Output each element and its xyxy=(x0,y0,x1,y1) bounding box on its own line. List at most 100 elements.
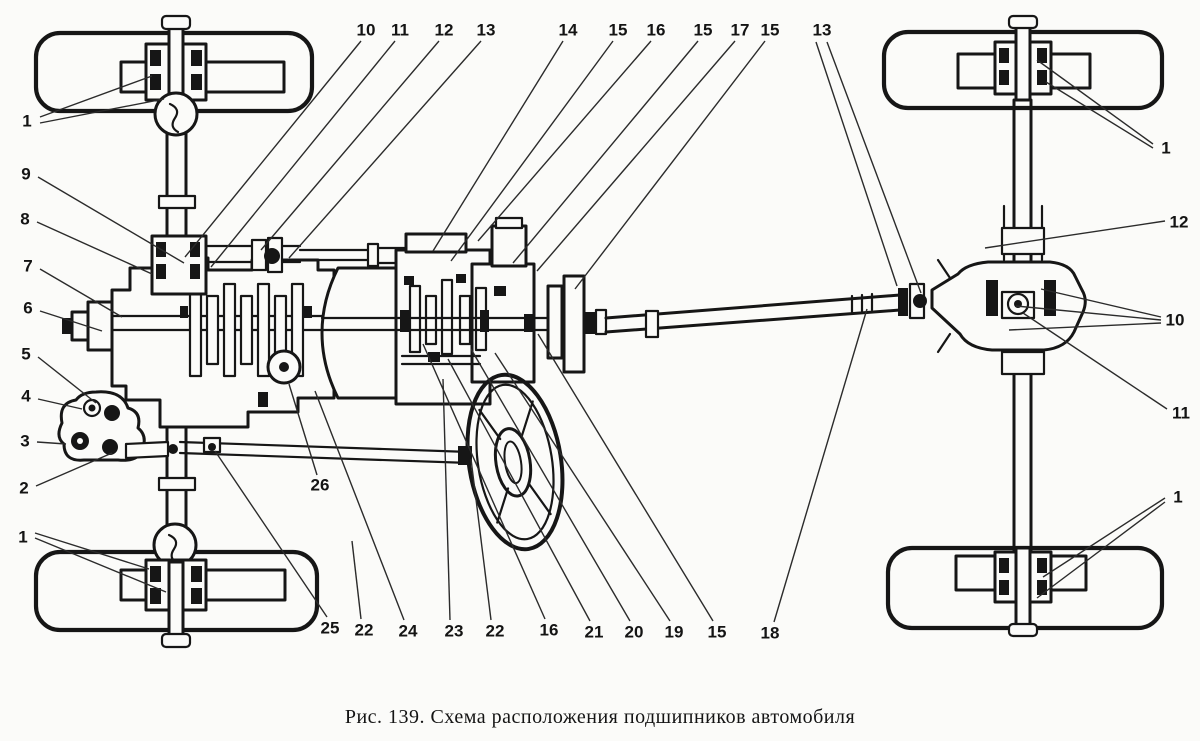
callout-label-24: 24 xyxy=(399,622,418,641)
leader-line xyxy=(1042,497,1166,578)
callout-label-9: 9 xyxy=(21,165,30,184)
leader-line xyxy=(37,398,83,410)
figure-caption: Рис. 139. Схема расположения подшипников… xyxy=(344,706,856,728)
leader-line xyxy=(39,75,153,118)
callout-label-19: 19 xyxy=(665,623,684,642)
leader-line xyxy=(773,308,868,623)
leader-line xyxy=(442,378,451,621)
callout-label-22: 22 xyxy=(486,622,505,641)
leader-line xyxy=(35,452,113,487)
callout-label-11: 11 xyxy=(391,21,409,40)
leader-line xyxy=(470,348,631,622)
callout-label-1: 1 xyxy=(22,112,31,131)
leader-line xyxy=(512,40,699,264)
callout-label-15: 15 xyxy=(694,21,713,40)
callout-label-1: 1 xyxy=(1161,139,1170,158)
callout-label-18: 18 xyxy=(761,624,780,643)
leader-line xyxy=(314,390,405,621)
leader-line xyxy=(432,40,564,252)
callout-label-5: 5 xyxy=(21,345,30,364)
leader-line xyxy=(36,221,153,275)
leader-line xyxy=(34,537,167,593)
callout-label-25: 25 xyxy=(321,619,340,638)
leader-line xyxy=(351,540,362,620)
front-universal-joint xyxy=(264,248,280,264)
callout-label-26: 26 xyxy=(311,476,330,495)
callout-label-16: 16 xyxy=(540,621,559,640)
leader-line xyxy=(494,352,671,622)
callout-label-10: 10 xyxy=(357,21,376,40)
callout-label-20: 20 xyxy=(625,623,644,642)
leader-line xyxy=(37,176,185,264)
callout-label-16: 16 xyxy=(647,21,666,40)
leader-line xyxy=(815,41,898,287)
leader-line xyxy=(36,441,67,445)
parking-brake-drum xyxy=(546,274,608,374)
leader-line xyxy=(39,310,103,332)
leader-line xyxy=(288,40,482,259)
callout-label-13: 13 xyxy=(477,21,496,40)
leader-line xyxy=(1022,312,1168,410)
leader-line xyxy=(574,40,766,290)
front-right-hub xyxy=(993,14,1053,102)
leader-line xyxy=(39,98,165,124)
leader-line xyxy=(1036,501,1166,599)
callout-label-13: 13 xyxy=(813,21,832,40)
callout-label-1: 1 xyxy=(18,528,27,547)
callout-label-8: 8 xyxy=(20,210,29,229)
rear-axle xyxy=(930,98,1087,554)
rear-universal-joint xyxy=(913,294,927,308)
callout-label-17: 17 xyxy=(731,21,750,40)
crankshaft xyxy=(188,282,305,378)
leader-line xyxy=(260,40,440,251)
callout-label-15: 15 xyxy=(708,623,727,642)
front-left-hub xyxy=(144,14,208,137)
leader-line xyxy=(1036,59,1154,145)
leader-line xyxy=(450,40,614,262)
callout-label-12: 12 xyxy=(435,21,454,40)
callout-label-10: 10 xyxy=(1166,311,1185,330)
leader-line xyxy=(214,450,328,618)
callout-label-15: 15 xyxy=(761,21,780,40)
callout-label-15: 15 xyxy=(609,21,628,40)
front-axle-drive xyxy=(150,234,208,296)
clutch-housing xyxy=(320,266,400,400)
callout-label-4: 4 xyxy=(21,387,31,406)
leader-line xyxy=(1040,288,1162,318)
leader-line xyxy=(422,343,546,620)
leader-line xyxy=(984,220,1166,249)
leader-line xyxy=(37,356,97,404)
leader-line xyxy=(537,333,714,622)
leader-line xyxy=(1045,81,1154,149)
callout-label-6: 6 xyxy=(23,299,32,318)
callout-label-14: 14 xyxy=(559,21,578,40)
leader-line xyxy=(184,40,362,258)
callout-label-2: 2 xyxy=(19,479,28,498)
leader-line xyxy=(210,40,396,268)
leader-line xyxy=(536,40,736,272)
callout-label-12: 12 xyxy=(1170,213,1189,232)
leader-line xyxy=(34,532,150,570)
leader-line xyxy=(1015,305,1162,321)
leader-line xyxy=(470,458,492,621)
leader-line xyxy=(477,40,652,242)
leader-line xyxy=(39,268,123,318)
gearbox xyxy=(320,216,566,406)
callout-label-7: 7 xyxy=(23,257,32,276)
callout-label-21: 21 xyxy=(585,623,604,642)
rear-right-hub xyxy=(993,546,1053,638)
rear-propeller-shaft xyxy=(604,282,927,339)
callout-label-1: 1 xyxy=(1173,488,1182,507)
callout-label-11: 11 xyxy=(1172,404,1190,423)
leader-line xyxy=(1008,322,1162,331)
rear-left-hub xyxy=(144,522,208,649)
callout-label-3: 3 xyxy=(20,432,29,451)
leader-line xyxy=(447,358,591,622)
callout-label-22: 22 xyxy=(355,621,374,640)
leader-line xyxy=(826,41,922,294)
pitman-arm xyxy=(124,440,170,460)
callout-label-23: 23 xyxy=(445,622,464,641)
